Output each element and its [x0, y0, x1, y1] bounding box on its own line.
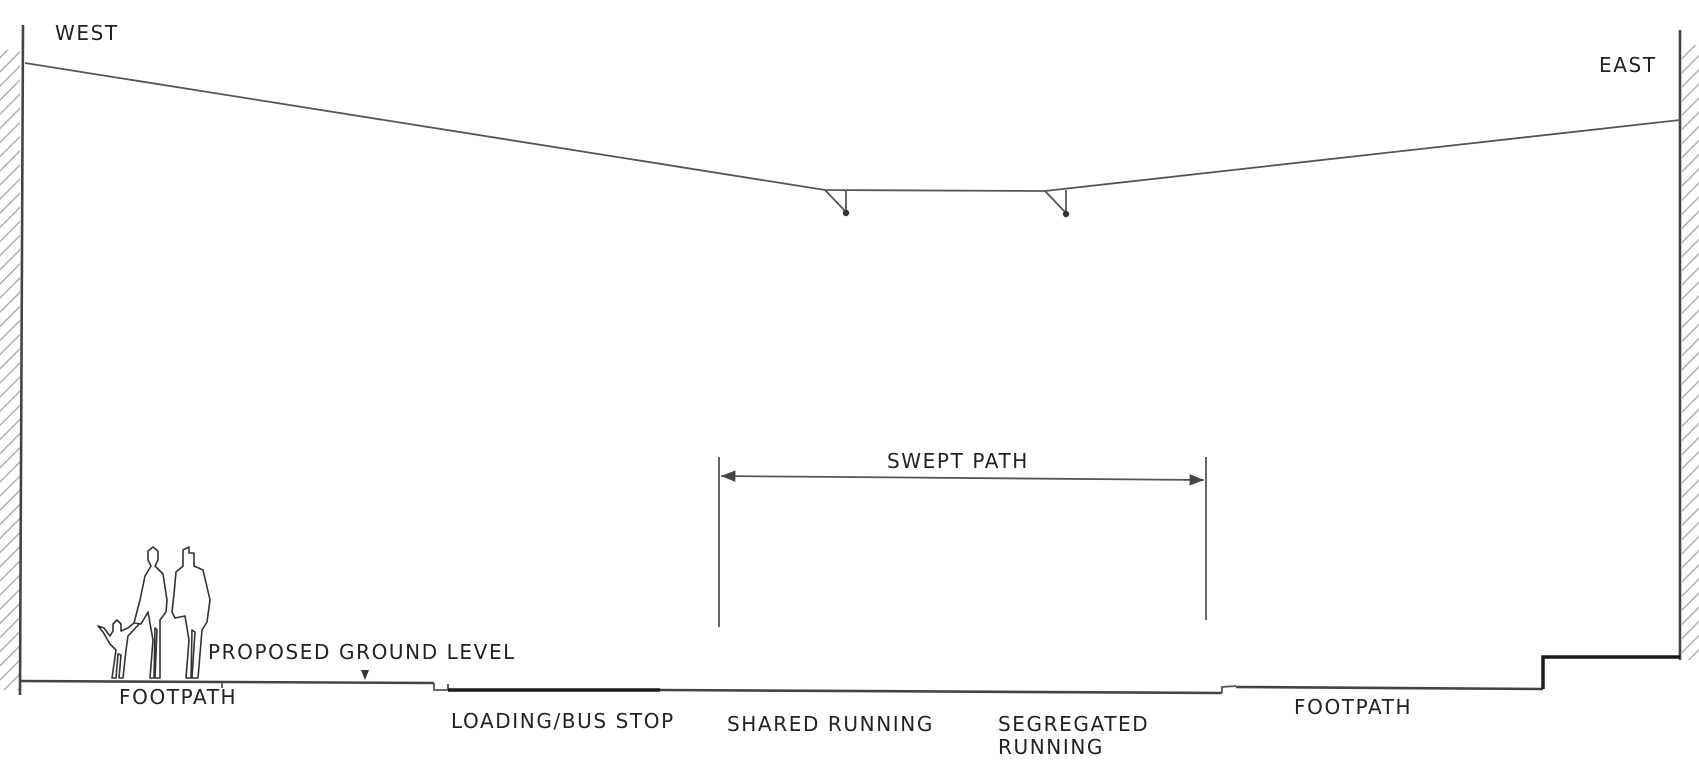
swept-path-label: SWEPT PATH: [887, 449, 1029, 473]
west-building-wall: [0, 24, 25, 696]
ground-profile: [19, 655, 1680, 695]
overhead-wire-system: [24, 62, 1681, 218]
swept-path-dimension: [718, 457, 1207, 627]
child-figure: [97, 617, 142, 679]
shared-running-label: SHARED RUNNING: [727, 712, 934, 736]
segregated-running-label-line1: SEGREGATED: [998, 712, 1149, 736]
loading-bus-stop-label: LOADING/BUS STOP: [451, 709, 675, 733]
adult-figure-1: [133, 546, 168, 679]
pedestrian-figures: [97, 546, 211, 679]
segregated-running-label-line2: RUNNING: [998, 735, 1104, 759]
east-label: EAST: [1599, 53, 1657, 77]
footpath-left-label: FOOTPATH: [119, 685, 237, 709]
proposed-ground-level-label: PROPOSED GROUND LEVEL: [208, 640, 516, 664]
adult-figure-2: [171, 546, 211, 679]
footpath-right-label: FOOTPATH: [1294, 695, 1412, 719]
west-label: WEST: [55, 21, 119, 45]
east-building-wall: [1678, 30, 1699, 660]
